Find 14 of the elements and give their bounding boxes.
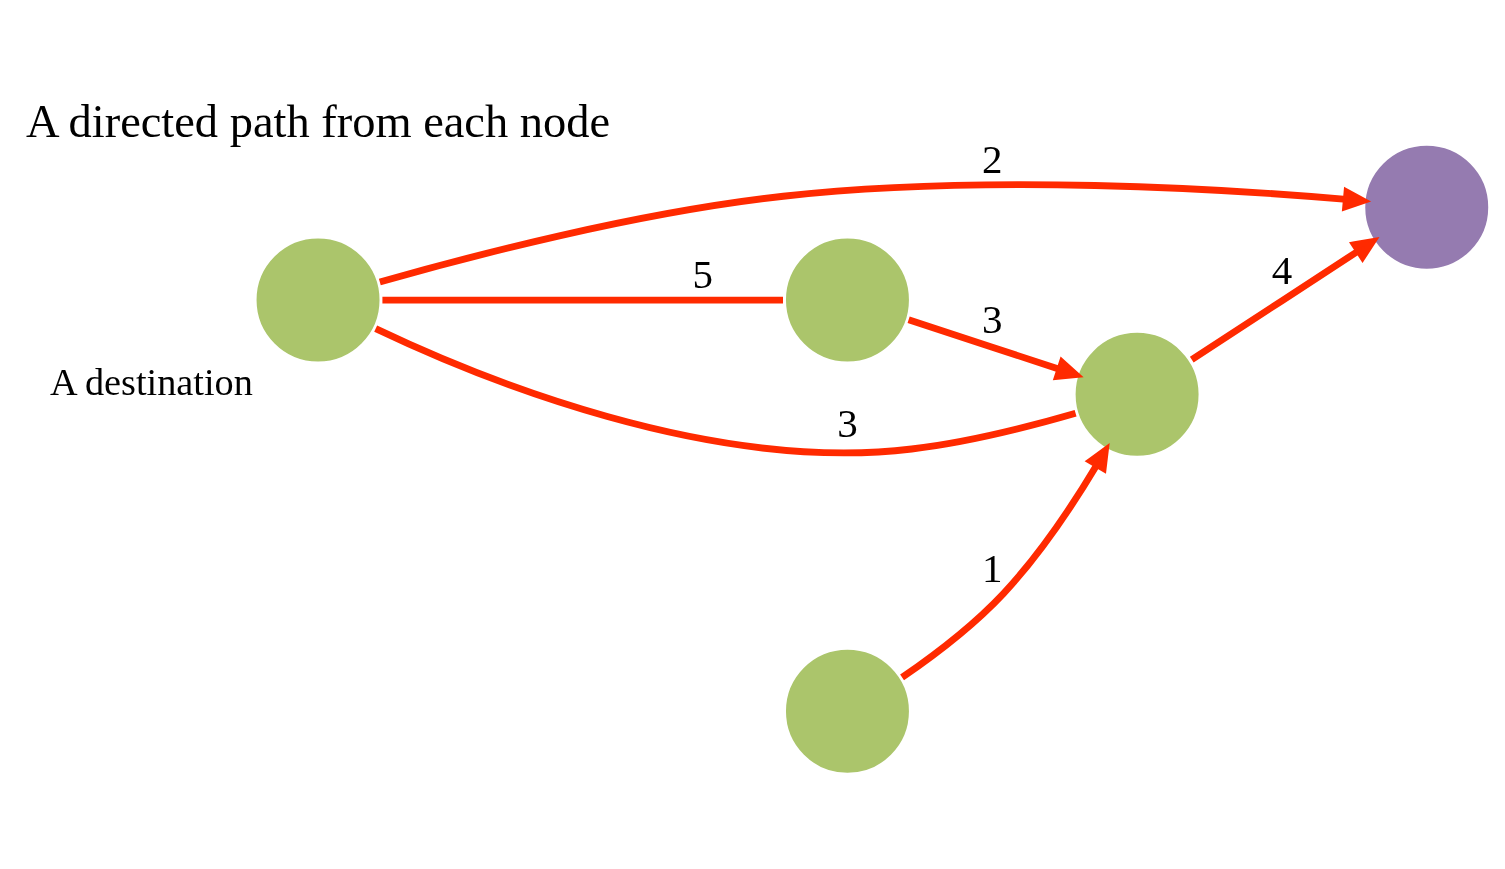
connector: [374, 325, 1077, 456]
connector: [382, 296, 783, 303]
arrow: [378, 180, 1372, 285]
edge-label: 4: [1271, 246, 1293, 293]
edge-label: 3: [837, 399, 858, 446]
edge-label: 2: [982, 135, 1003, 182]
arrow: [900, 442, 1110, 680]
edge-label: 3: [982, 295, 1003, 342]
label: A directed path from each node: [25, 95, 611, 147]
node-label: A destination: [49, 360, 253, 403]
arrow: [907, 316, 1084, 380]
edge-label: 5: [692, 250, 713, 297]
arrow: [1189, 236, 1380, 362]
edge-label: 1: [982, 544, 1003, 591]
